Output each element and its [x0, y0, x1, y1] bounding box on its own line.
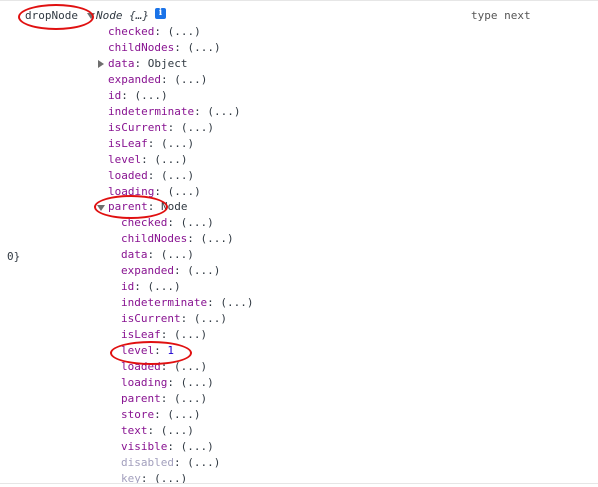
prop-key: isLeaf — [121, 328, 161, 341]
prop-key: expanded — [121, 264, 174, 277]
prop-value: (...) — [207, 105, 241, 118]
prop-key: loaded — [108, 169, 148, 182]
prop-row-id[interactable]: id: (...) — [121, 280, 181, 293]
prop-row-data[interactable]: data: (...) — [121, 248, 194, 261]
prop-row-visible[interactable]: visible: (...) — [121, 440, 214, 453]
variable-name: dropNode — [25, 9, 78, 22]
prop-row-isLeaf[interactable]: isLeaf: (...) — [108, 137, 195, 150]
prop-row-indeterminate[interactable]: indeterminate: (...) — [108, 105, 241, 118]
info-icon[interactable]: i — [155, 8, 166, 19]
parent-expand-icon[interactable] — [97, 205, 105, 211]
prop-value: (...) — [174, 73, 208, 86]
prop-key: loading — [108, 185, 155, 198]
prop-key: childNodes — [121, 232, 188, 245]
prop-row-text[interactable]: text: (...) — [121, 424, 194, 437]
left-fragment: 0} — [7, 250, 21, 263]
prop-value: (...) — [193, 312, 227, 325]
bottom-divider — [0, 483, 598, 484]
prop-value: (...) — [160, 248, 194, 261]
prop-row-parent[interactable]: parent: Node — [108, 200, 188, 213]
prop-row-data[interactable]: data: Object — [108, 57, 188, 70]
prop-key: loading — [121, 376, 168, 389]
prop-key: store — [121, 408, 155, 421]
prop-key: expanded — [108, 73, 161, 86]
prop-key: isLeaf — [108, 137, 148, 150]
prop-key: indeterminate — [108, 105, 195, 118]
prop-row-childNodes[interactable]: childNodes: (...) — [108, 41, 221, 54]
prop-row-isCurrent[interactable]: isCurrent: (...) — [108, 121, 214, 134]
prop-row-checked[interactable]: checked: (...) — [121, 216, 214, 229]
prop-row-checked[interactable]: checked: (...) — [108, 25, 201, 38]
prop-value: (...) — [154, 472, 188, 485]
prop-key: level — [108, 153, 142, 166]
prop-key: id — [108, 89, 122, 102]
prop-key: disabled — [121, 456, 174, 469]
prop-value: (...) — [180, 440, 214, 453]
prop-value: (...) — [161, 137, 195, 150]
prop-key: indeterminate — [121, 296, 208, 309]
prop-key: id — [121, 280, 135, 293]
prop-row-loaded[interactable]: loaded: (...) — [108, 169, 195, 182]
prop-value: (...) — [220, 296, 254, 309]
prop-key: isCurrent — [108, 121, 168, 134]
prop-row-childNodes[interactable]: childNodes: (...) — [121, 232, 234, 245]
prop-row-loaded[interactable]: loaded: (...) — [121, 360, 208, 373]
prop-key: childNodes — [108, 41, 175, 54]
prop-value: (...) — [187, 41, 221, 54]
prop-row-loading[interactable]: loading: (...) — [121, 376, 214, 389]
right-text: type next — [471, 9, 531, 22]
prop-value: (...) — [180, 376, 214, 389]
prop-key: key — [121, 472, 141, 485]
prop-value: (...) — [174, 328, 208, 341]
prop-value: (...) — [187, 264, 221, 277]
prop-key: data — [108, 57, 135, 70]
prop-row-key[interactable]: key: (...) — [121, 472, 188, 485]
prop-value: (...) — [174, 360, 208, 373]
prop-value: (...) — [160, 424, 194, 437]
prop-value: (...) — [147, 280, 181, 293]
prop-key: isCurrent — [121, 312, 181, 325]
prop-value: 1 — [167, 344, 174, 357]
prop-row-disabled[interactable]: disabled: (...) — [121, 456, 221, 469]
prop-row-isCurrent[interactable]: isCurrent: (...) — [121, 312, 227, 325]
prop-row-expanded[interactable]: expanded: (...) — [121, 264, 221, 277]
prop-key: level — [121, 344, 155, 357]
prop-value: (...) — [161, 169, 195, 182]
prop-value: (...) — [167, 25, 201, 38]
prop-value: (...) — [187, 456, 221, 469]
prop-key: checked — [108, 25, 155, 38]
prop-value: (...) — [134, 89, 168, 102]
prop-row-loading[interactable]: loading: (...) — [108, 185, 201, 198]
prop-row-expanded[interactable]: expanded: (...) — [108, 73, 208, 86]
prop-value: (...) — [200, 232, 234, 245]
prop-row-isLeaf[interactable]: isLeaf: (...) — [121, 328, 208, 341]
prop-value: (...) — [154, 153, 188, 166]
prop-value: (...) — [167, 185, 201, 198]
prop-row-store[interactable]: store: (...) — [121, 408, 201, 421]
prop-key: loaded — [121, 360, 161, 373]
prop-key: visible — [121, 440, 168, 453]
prop-value: Object — [147, 57, 188, 70]
prop-value: (...) — [167, 408, 201, 421]
prop-key: checked — [121, 216, 168, 229]
expand-toggle-icon[interactable] — [87, 13, 95, 19]
prop-row-id[interactable]: id: (...) — [108, 89, 168, 102]
prop-key: data — [121, 248, 148, 261]
prop-row-indeterminate[interactable]: indeterminate: (...) — [121, 296, 254, 309]
prop-row-level[interactable]: level: 1 — [121, 344, 174, 357]
expand-right-icon[interactable] — [98, 60, 104, 68]
prop-key: parent — [121, 392, 161, 405]
prop-row-parent[interactable]: parent: (...) — [121, 392, 208, 405]
top-divider — [0, 0, 598, 1]
prop-value: (...) — [180, 216, 214, 229]
object-preview[interactable]: Node {…} — [96, 9, 149, 22]
prop-value: (...) — [174, 392, 208, 405]
prop-value: (...) — [180, 121, 214, 134]
prop-key: text — [121, 424, 148, 437]
prop-row-level[interactable]: level: (...) — [108, 153, 188, 166]
